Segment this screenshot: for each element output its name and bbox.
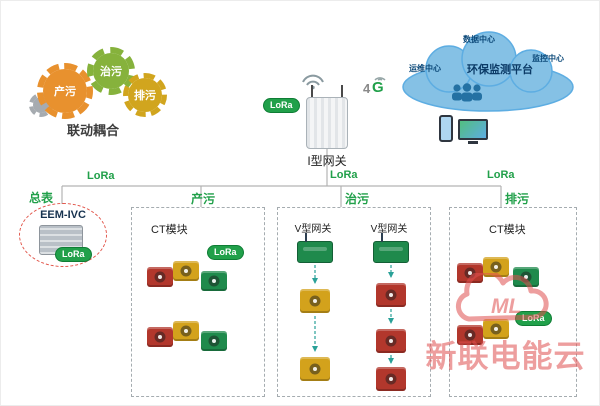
main-meter-model: EEM-IVC — [40, 209, 86, 221]
gear-chanwu-label: 产污 — [54, 86, 76, 98]
ct-module-yellow — [173, 321, 199, 341]
box-paiwu-title: 排污 — [505, 192, 530, 206]
gear-zhiwu-icon: 治污 — [87, 47, 135, 95]
gateway-antenna-left-icon — [311, 85, 313, 98]
gateway-lora-badge: LoRa — [263, 98, 300, 113]
ct-module-red — [147, 267, 173, 287]
signal-arcs-icon — [374, 77, 386, 81]
cloud-badge-data-center: 数据中心 — [463, 35, 495, 44]
4g-label-letter: G — [372, 79, 384, 96]
gear-zhiwu-label: 治污 — [100, 66, 122, 78]
ct-module-red — [376, 367, 406, 391]
gateway-device — [306, 97, 348, 149]
cloud-shape — [402, 31, 574, 112]
users-icon — [452, 83, 482, 102]
monitor-stand-icon — [468, 141, 478, 144]
ct-module-yellow — [483, 257, 509, 277]
chanwu-ct-label: CT模块 — [151, 224, 188, 236]
vgateway-right-label: V型网关 — [370, 224, 408, 235]
main-meter-lora-badge: LoRa — [55, 247, 92, 262]
gears-caption: 联动耦合 — [66, 123, 119, 138]
box-zhiwu-title: 治污 — [345, 192, 370, 206]
monitor-icon — [458, 119, 488, 140]
ct-module-red — [457, 325, 483, 345]
ct-module-green — [201, 271, 227, 291]
box-chanwu-title: 产污 — [191, 192, 216, 206]
box-paiwu — [449, 207, 577, 397]
bus-lora-right-label: LoRa — [487, 169, 515, 181]
gear-chanwu-icon: 产污 — [37, 63, 93, 119]
phone-icon — [439, 115, 453, 142]
4g-label-number: 4 — [363, 81, 371, 96]
ct-module-red — [147, 327, 173, 347]
ct-module-yellow — [483, 319, 509, 339]
ct-module-yellow — [173, 261, 199, 281]
gateway-antenna-right-icon — [341, 85, 343, 98]
chanwu-lora-badge: LoRa — [207, 245, 244, 260]
main-meter-label: 总表 — [29, 191, 54, 205]
ct-module-red — [457, 263, 483, 283]
gear-paiwu-icon: 排污 — [123, 73, 167, 117]
cloud-badge-ops-center: 运维中心 — [409, 64, 441, 73]
cloud-platform-title: 环保监测平台 — [467, 64, 533, 76]
vgateway-device-right — [373, 233, 409, 263]
vgateway-left-label: V型网关 — [294, 224, 332, 235]
wifi-icon — [302, 74, 324, 90]
gateway-label: I型网关 — [307, 154, 347, 168]
ct-module-yellow — [300, 357, 330, 381]
main-meter-ring — [19, 203, 107, 267]
ct-module-green — [201, 331, 227, 351]
ct-module-green — [513, 267, 539, 287]
paiwu-ct-label: CT模块 — [489, 224, 526, 236]
box-zhiwu — [277, 207, 431, 397]
bus-lora-mid-label: LoRa — [330, 169, 358, 181]
gear-paiwu-label: 排污 — [134, 90, 156, 102]
ct-module-yellow — [300, 289, 330, 313]
cloud-badge-monitor-center: 监控中心 — [532, 54, 564, 63]
vgateway-device-left — [297, 233, 333, 263]
ct-module-red — [376, 329, 406, 353]
paiwu-lora-badge: LoRa — [515, 311, 552, 326]
bus-lora-left-label: LoRa — [87, 170, 115, 182]
box-chanwu — [131, 207, 265, 397]
ct-module-red — [376, 283, 406, 307]
